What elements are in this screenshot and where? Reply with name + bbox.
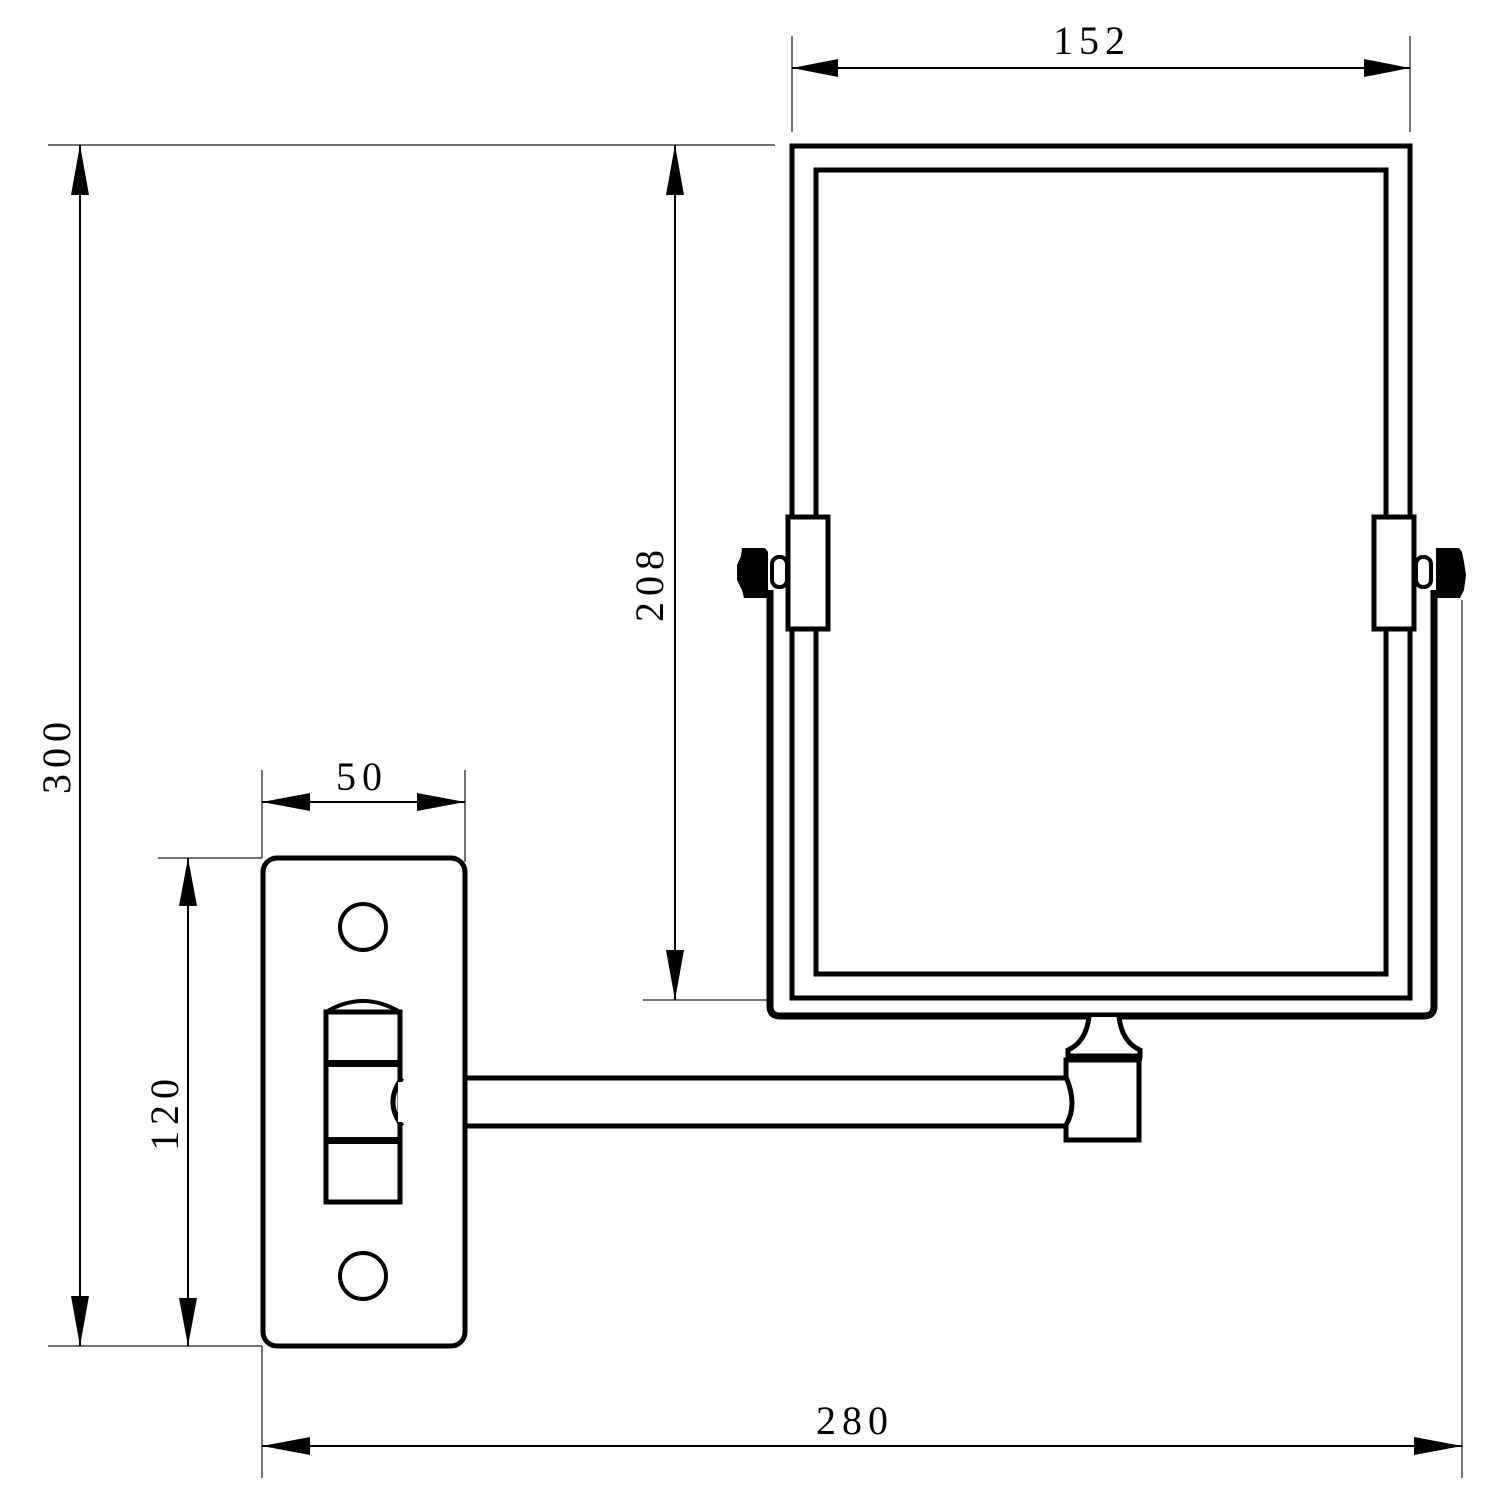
hinge-knuckle (323, 999, 406, 1205)
screw-hole-top-icon (338, 902, 388, 952)
dimension-plate-width: 50 (261, 754, 466, 862)
tilt-knob-right-icon[interactable] (1436, 548, 1466, 598)
screw-hole-bottom-icon (338, 1251, 388, 1301)
tilt-knob-left-icon[interactable] (737, 548, 768, 598)
mirror-neck (1065, 1016, 1143, 1061)
dimension-label-plate-width: 50 (336, 754, 388, 799)
dimension-label-plate-height: 120 (142, 1073, 187, 1151)
dimension-overall-height: 300 (34, 144, 775, 1347)
dimension-overall-projection: 280 (261, 600, 1463, 1478)
pivot-left (737, 514, 831, 632)
dimension-plate-height: 120 (142, 857, 262, 1346)
dimension-label-mirror-height: 208 (627, 544, 672, 622)
dimension-mirror-height: 208 (627, 145, 768, 1001)
dimension-label-overall-height: 300 (34, 716, 79, 794)
dimension-label-mirror-width: 152 (1053, 18, 1131, 63)
arm-joint (1063, 1057, 1142, 1143)
pivot-right (1371, 514, 1466, 632)
mirror-frame (789, 143, 1413, 1001)
u-bracket (766, 590, 1438, 1020)
wall-plate (260, 855, 468, 1349)
dimension-mirror-width: 152 (791, 18, 1411, 132)
swivel-arm (392, 1075, 1068, 1129)
dimension-label-overall-projection: 280 (816, 1398, 894, 1443)
